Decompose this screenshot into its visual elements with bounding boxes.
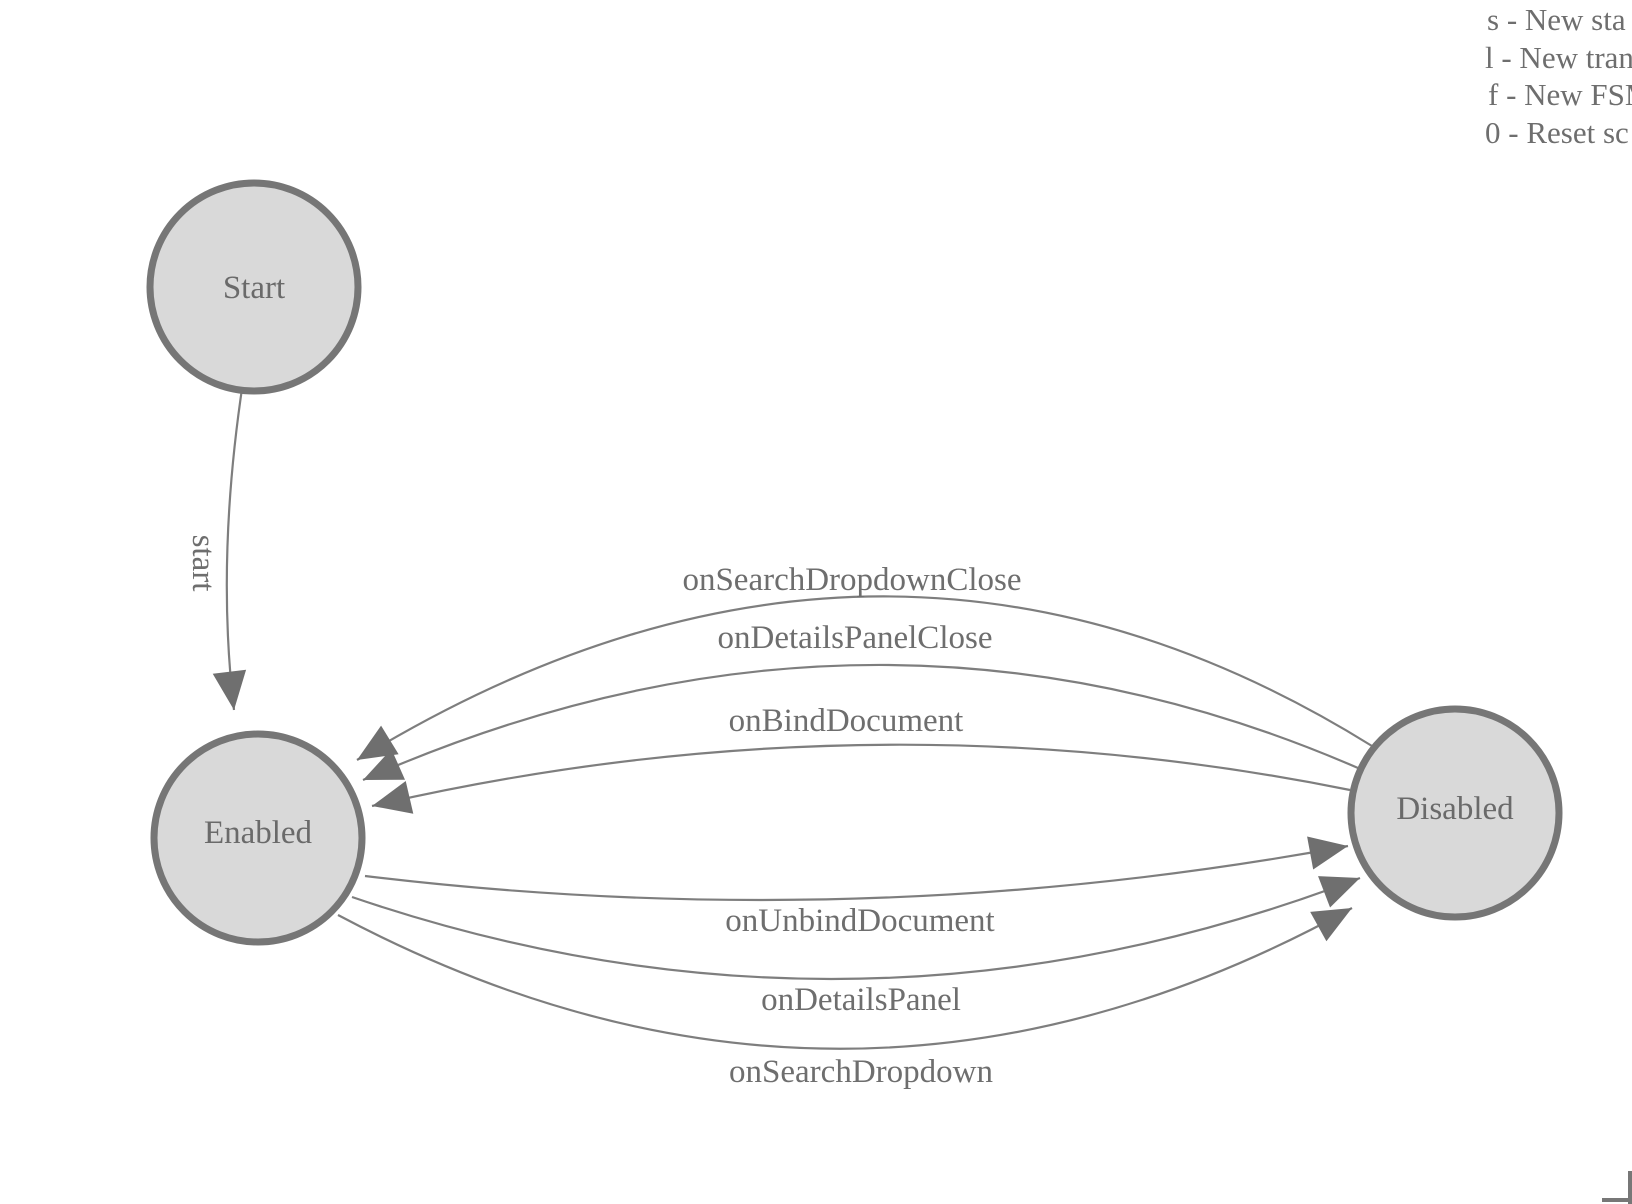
canvas-corner-bracket <box>1602 1171 1632 1204</box>
transition-onunbinddocument[interactable] <box>364 836 1349 902</box>
transition-ondetailspanel[interactable] <box>351 876 1361 981</box>
transition-start-to-enabled[interactable] <box>212 381 247 711</box>
transition-onsearchdropdownclose[interactable] <box>356 595 1373 761</box>
state-label-disabled: Disabled <box>1396 791 1514 827</box>
corner-bracket-horizontal <box>1602 1198 1632 1202</box>
transition-label-onsearchdropdown[interactable]: onSearchDropdown <box>729 1054 993 1090</box>
transition-onsearchdropdown[interactable] <box>337 907 1353 1050</box>
state-node-disabled[interactable] <box>1347 705 1563 921</box>
state-node-start[interactable] <box>146 179 362 395</box>
transition-label-onbinddocument[interactable]: onBindDocument <box>729 703 964 739</box>
transition-labels-group: start onSearchDropdownClose onDetailsPan… <box>185 535 1022 1090</box>
transitions-group <box>212 381 1373 1050</box>
shortcut-reset-scale: 0 - Reset sc <box>1485 115 1629 150</box>
transition-label-ondetailspanelclose[interactable]: onDetailsPanelClose <box>718 620 993 656</box>
state-label-start: Start <box>223 270 285 306</box>
transition-onbinddocument[interactable] <box>371 743 1351 814</box>
corner-bracket-vertical <box>1628 1171 1632 1204</box>
shortcut-new-fsm: f - New FSM <box>1488 77 1632 112</box>
shortcut-new-state: s - New sta <box>1487 2 1626 37</box>
transition-label-onunbinddocument[interactable]: onUnbindDocument <box>725 903 994 939</box>
shortcuts-legend: s - New sta l - New tran f - New FSM 0 -… <box>1485 2 1632 150</box>
transition-label-start[interactable]: start <box>185 535 221 592</box>
transition-label-onsearchdropdownclose[interactable]: onSearchDropdownClose <box>682 562 1021 598</box>
transition-ondetailspanelclose[interactable] <box>362 663 1359 782</box>
shortcut-new-transition: l - New tran <box>1485 40 1632 75</box>
states-group: Start Enabled Disabled <box>146 179 1563 946</box>
state-node-enabled[interactable] <box>150 730 366 946</box>
transition-label-ondetailspanel[interactable]: onDetailsPanel <box>761 982 961 1018</box>
state-label-enabled: Enabled <box>204 815 313 851</box>
